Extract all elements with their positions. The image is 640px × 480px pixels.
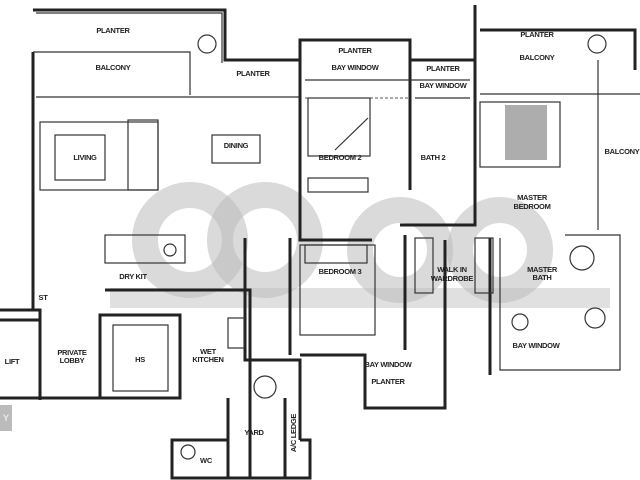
label-walk-in: WALK IN	[437, 265, 467, 274]
label-master-bath: MASTER	[527, 265, 558, 274]
walls	[0, 5, 640, 480]
label-wc: WC	[200, 456, 213, 465]
label-master-bedroom: MASTER	[517, 193, 548, 202]
label-private-lobby: PRIVATE	[57, 348, 87, 357]
room-labels: PLANTER BALCONY PLANTER PLANTER BAY WIND…	[5, 26, 640, 465]
label-private-lobby: LOBBY	[60, 356, 85, 365]
label-hs: HS	[135, 355, 145, 364]
label-master-bedroom: BEDROOM	[513, 202, 550, 211]
label-yard: YARD	[244, 428, 264, 437]
label-bath-2: BATH 2	[421, 153, 446, 162]
label-dry-kitchen: DRY KIT	[119, 272, 147, 281]
label-balcony: BALCONY	[520, 53, 555, 62]
label-balcony: BALCONY	[605, 147, 640, 156]
label-planter: PLANTER	[371, 377, 405, 386]
label-planter: PLANTER	[426, 64, 460, 73]
label-wet-kitchen: KITCHEN	[192, 355, 223, 364]
label-planter: PLANTER	[338, 46, 372, 55]
label-dining: DINING	[224, 141, 249, 150]
label-living: LIVING	[73, 153, 97, 162]
label-planter: PLANTER	[236, 69, 270, 78]
label-balcony: BALCONY	[96, 63, 131, 72]
label-bay-window: BAY WINDOW	[331, 63, 379, 72]
label-bay-window: BAY WINDOW	[512, 341, 560, 350]
label-bay-window: BAY WINDOW	[419, 81, 467, 90]
label-lift: LIFT	[5, 357, 20, 366]
label-bay-window: BAY WINDOW	[364, 360, 412, 369]
label-store: ST	[39, 293, 49, 302]
label-planter: PLANTER	[520, 30, 554, 39]
corner-badge: Y	[0, 405, 12, 431]
label-wet-kitchen: WET	[200, 347, 216, 356]
label-bedroom-3: BEDROOM 3	[319, 267, 362, 276]
label-master-bath: BATH	[532, 273, 551, 282]
label-ac-ledge: A/C LEDGE	[289, 414, 298, 452]
label-walk-in: WARDROBE	[431, 274, 473, 283]
label-planter: PLANTER	[96, 26, 130, 35]
label-bedroom-2: BEDROOM 2	[319, 153, 362, 162]
furniture	[39, 34, 607, 460]
